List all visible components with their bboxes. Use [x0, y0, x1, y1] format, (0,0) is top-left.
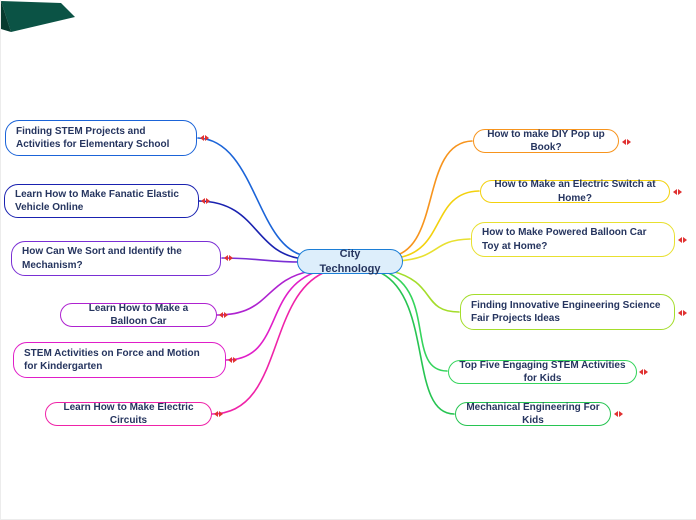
arrow-left-icon	[622, 138, 626, 145]
node-force-and-motion[interactable]: STEM Activities on Force and Motion for …	[13, 342, 226, 378]
collapse-handle-icon[interactable]	[622, 137, 631, 146]
arrow-right-icon	[683, 236, 687, 243]
curve-right-3	[390, 270, 460, 313]
app-logo	[1, 1, 75, 32]
curve-left-1	[198, 200, 305, 260]
curve-left-0	[197, 137, 307, 257]
arrow-right-icon	[627, 138, 631, 145]
curve-right-0	[393, 140, 473, 257]
collapse-handle-icon[interactable]	[673, 187, 682, 196]
collapse-handle-icon[interactable]	[200, 133, 209, 142]
collapse-handle-icon[interactable]	[201, 196, 210, 205]
node-label: Finding STEM Projects and Activities for…	[16, 125, 170, 150]
arrow-right-icon	[619, 410, 623, 417]
node-fanatic-elastic-vehicle[interactable]: Learn How to Make Fanatic Elastic Vehicl…	[4, 184, 199, 218]
arrow-right-icon	[224, 311, 228, 318]
node-label: Top Five Engaging STEM Activities for Ki…	[459, 359, 626, 384]
curve-left-4	[225, 271, 317, 361]
node-balloon-car[interactable]: Learn How to Make a Balloon Car	[60, 303, 217, 327]
arrow-left-icon	[678, 236, 682, 243]
central-topic-label: City Technology	[319, 247, 381, 275]
node-label: How to Make Powered Balloon Car Toy at H…	[482, 227, 647, 252]
collapse-handle-icon[interactable]	[639, 367, 648, 376]
collapse-handle-icon[interactable]	[678, 308, 687, 317]
node-diy-pop-up-book[interactable]: How to make DIY Pop up Book?	[473, 129, 619, 153]
curve-left-2	[221, 257, 302, 263]
collapse-handle-icon[interactable]	[224, 253, 233, 262]
arrow-left-icon	[219, 311, 223, 318]
curve-left-5	[211, 272, 324, 415]
arrow-left-icon	[673, 188, 677, 195]
node-engaging-stem-activities[interactable]: Top Five Engaging STEM Activities for Ki…	[448, 360, 637, 384]
curve-left-3	[216, 270, 312, 316]
node-label: Learn How to Make Fanatic Elastic Vehicl…	[15, 188, 179, 213]
node-label: Mechanical Engineering For Kids	[466, 401, 600, 426]
arrow-right-icon	[644, 368, 648, 375]
arrow-left-icon	[228, 356, 232, 363]
arrow-right-icon	[229, 254, 233, 261]
node-mechanical-engineering[interactable]: Mechanical Engineering For Kids	[455, 402, 611, 426]
arrow-right-icon	[219, 410, 223, 417]
node-electric-switch[interactable]: How to Make an Electric Switch at Home?	[480, 179, 670, 204]
curve-right-1	[395, 190, 480, 259]
node-label: Finding Innovative Engineering Science F…	[471, 299, 661, 324]
arrow-left-icon	[614, 410, 618, 417]
node-electric-circuits[interactable]: Learn How to Make Electric Circuits	[45, 402, 212, 426]
app-logo-shape	[1, 1, 75, 32]
node-finding-stem-projects[interactable]: Finding STEM Projects and Activities for…	[5, 120, 197, 156]
node-science-fair-projects[interactable]: Finding Innovative Engineering Science F…	[460, 294, 675, 330]
curve-right-4	[385, 271, 448, 372]
node-label: Learn How to Make a Balloon Car	[88, 302, 189, 327]
node-label: How to Make an Electric Switch at Home?	[494, 179, 656, 204]
node-label: Learn How to Make Electric Circuits	[63, 401, 194, 426]
node-label: STEM Activities on Force and Motion for …	[24, 347, 200, 372]
arrow-left-icon	[200, 134, 204, 141]
node-label: How to make DIY Pop up Book?	[487, 128, 605, 153]
central-topic-node[interactable]: City Technology	[297, 247, 403, 275]
app-logo-fold	[1, 1, 11, 32]
node-powered-balloon-car-toy[interactable]: How to Make Powered Balloon Car Toy at H…	[471, 222, 675, 257]
node-label: How Can We Sort and Identify the Mechani…	[22, 246, 182, 271]
arrow-right-icon	[206, 197, 210, 204]
arrow-right-icon	[678, 188, 682, 195]
curve-right-5	[380, 272, 455, 415]
arrow-left-icon	[639, 368, 643, 375]
collapse-handle-icon[interactable]	[228, 355, 237, 364]
collapse-handle-icon[interactable]	[678, 235, 687, 244]
curve-right-2	[397, 238, 471, 262]
arrow-left-icon	[201, 197, 205, 204]
arrow-left-icon	[214, 410, 218, 417]
arrow-left-icon	[224, 254, 228, 261]
arrow-right-icon	[233, 356, 237, 363]
collapse-handle-icon[interactable]	[214, 409, 223, 418]
collapse-handle-icon[interactable]	[219, 310, 228, 319]
arrow-left-icon	[678, 309, 682, 316]
arrow-right-icon	[205, 134, 209, 141]
collapse-handle-icon[interactable]	[614, 409, 623, 418]
arrow-right-icon	[683, 309, 687, 316]
node-sort-identify-mechanism[interactable]: How Can We Sort and Identify the Mechani…	[11, 241, 221, 276]
